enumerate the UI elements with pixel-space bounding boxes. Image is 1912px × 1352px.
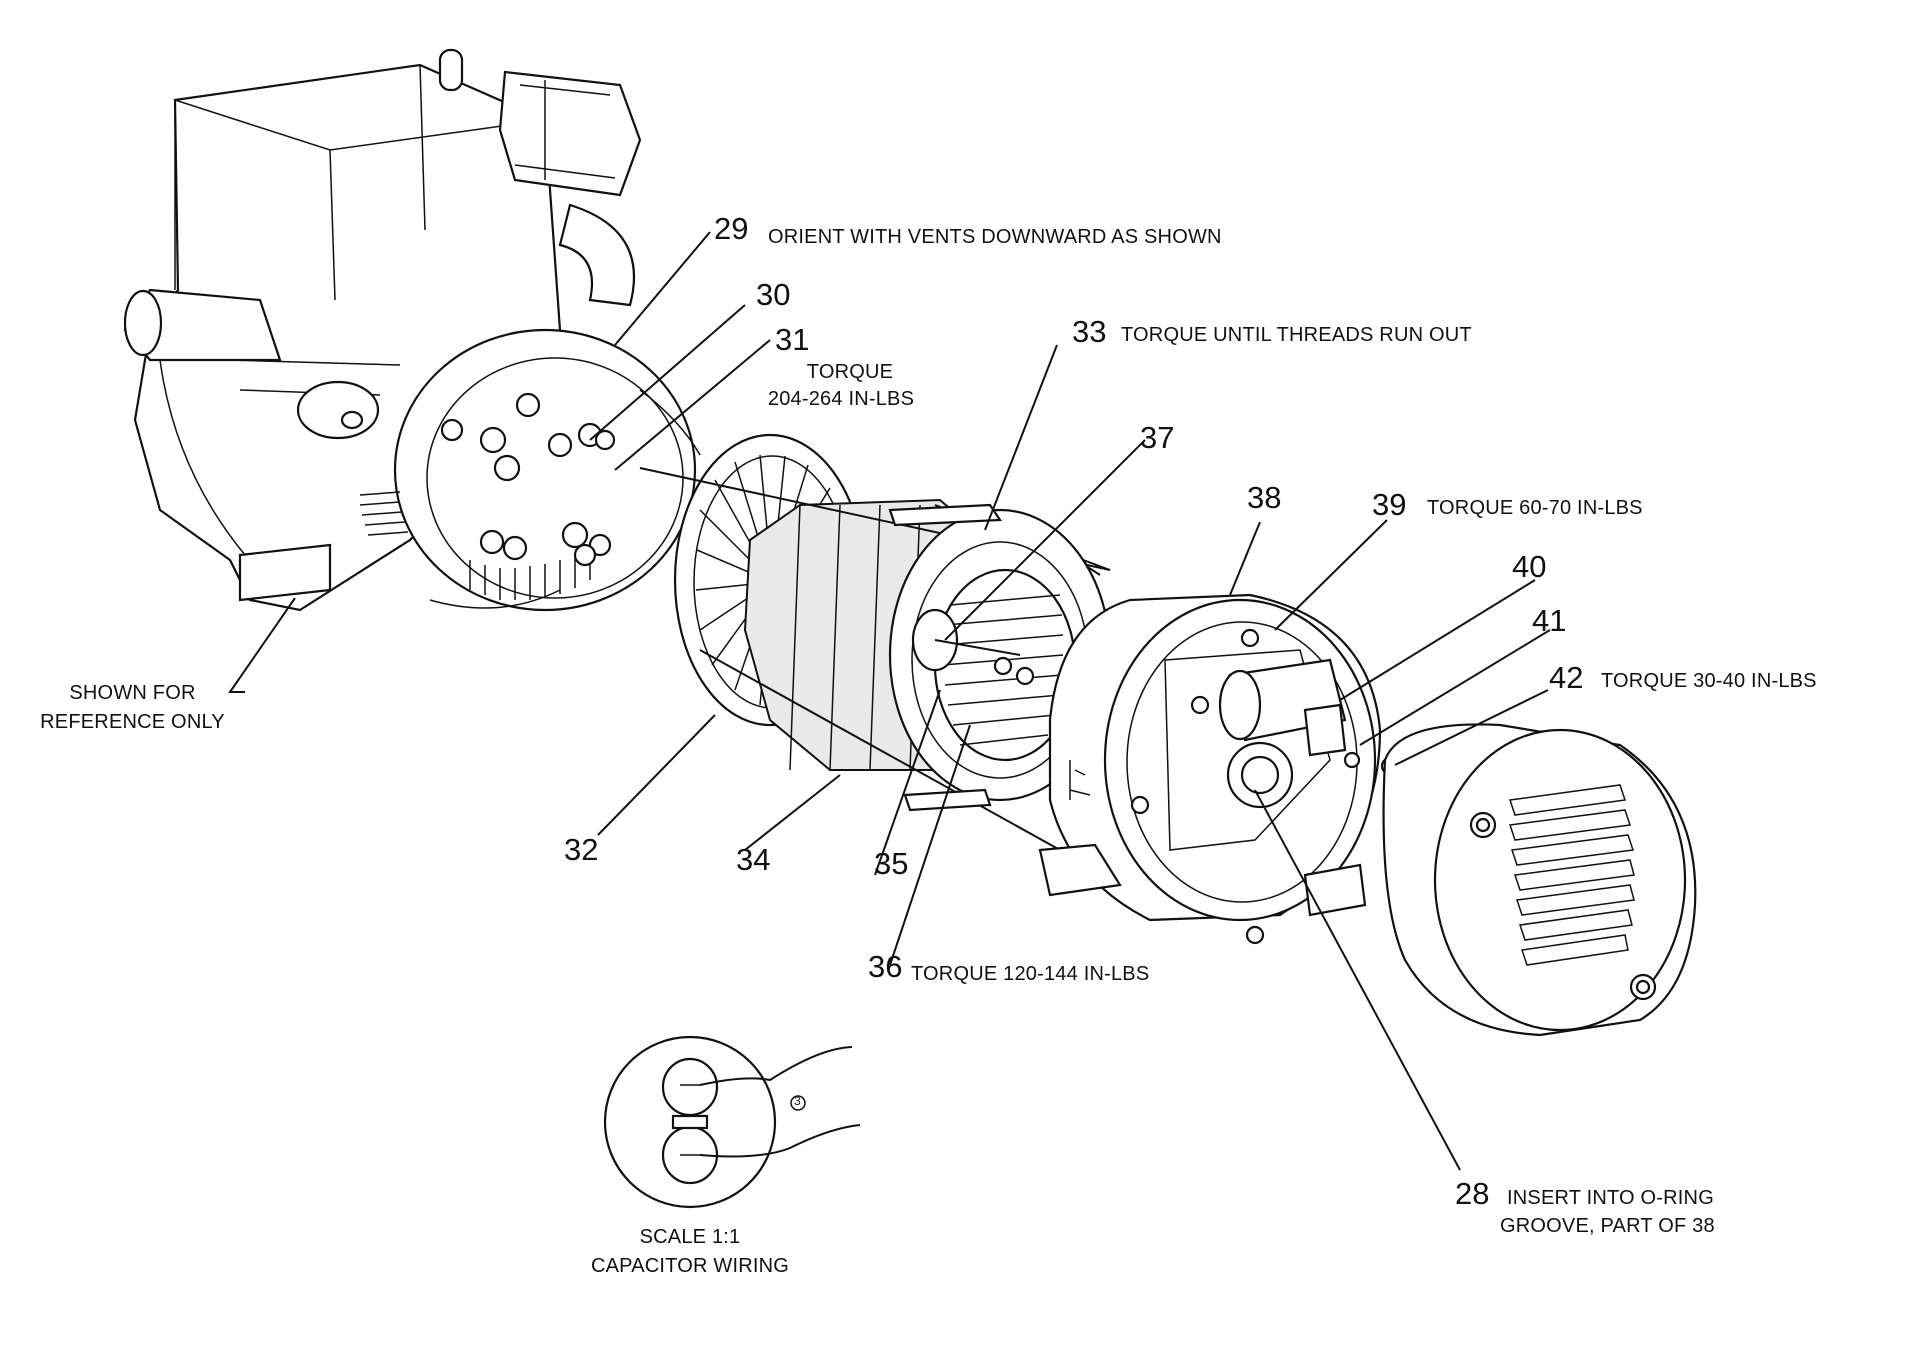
- callout-36-note: TORQUE 120-144 IN-LBS: [911, 963, 1150, 985]
- callout-29-number: 29: [714, 211, 749, 246]
- callout-39-note: TORQUE 60-70 IN-LBS: [1427, 497, 1643, 519]
- callout-33-number: 33: [1072, 314, 1107, 349]
- part-38-end-bell: [1038, 593, 1382, 945]
- part-39-41-capacitor: [1218, 658, 1400, 776]
- engine-reference-body: [123, 48, 642, 612]
- callout-28-number: 28: [1455, 1176, 1490, 1211]
- callout-31-note-line1: TORQUE: [806, 361, 894, 383]
- callout-32-number: 32: [564, 832, 599, 867]
- callout-35-number: 35: [874, 846, 909, 881]
- callout-42-note: TORQUE 30-40 IN-LBS: [1601, 670, 1817, 692]
- part-35-rotor: [888, 503, 1112, 812]
- part-29-adapter-housing: [359, 328, 701, 612]
- callout-28-note-line1: INSERT INTO O-RING: [1507, 1187, 1714, 1209]
- callout-41-number: 41: [1532, 603, 1567, 638]
- callout-28-note-line2: GROOVE, PART OF 38: [1500, 1215, 1715, 1237]
- callout-31-note-line2: 204-264 IN-LBS: [767, 388, 915, 410]
- callout-31-number: 31: [775, 322, 810, 357]
- capacitor-wiring-inset: [603, 1035, 861, 1209]
- capacitor-inset-scale-label: SCALE 1:1: [639, 1226, 741, 1248]
- capacitor-inset-title: CAPACITOR WIRING: [590, 1255, 790, 1277]
- capacitor-wiring-marker: 3: [794, 1094, 801, 1108]
- reference-note-line2: REFERENCE ONLY: [40, 711, 225, 733]
- callout-36-number: 36: [868, 949, 903, 984]
- callout-40-number: 40: [1512, 549, 1547, 584]
- callout-30-number: 30: [756, 277, 791, 312]
- callout-38-number: 38: [1247, 480, 1282, 515]
- callout-34-number: 34: [736, 842, 771, 877]
- callout-42-number: 42: [1549, 660, 1584, 695]
- callout-29-note: ORIENT WITH VENTS DOWNWARD AS SHOWN: [768, 226, 1222, 248]
- callout-33-note: TORQUE UNTIL THREADS RUN OUT: [1121, 324, 1472, 346]
- part-42-end-cover: [1382, 723, 1697, 1037]
- reference-note-line1: SHOWN FOR: [69, 682, 196, 704]
- callout-37-number: 37: [1140, 420, 1175, 455]
- leader-lines: [228, 231, 1551, 1171]
- callout-39-number: 39: [1372, 487, 1407, 522]
